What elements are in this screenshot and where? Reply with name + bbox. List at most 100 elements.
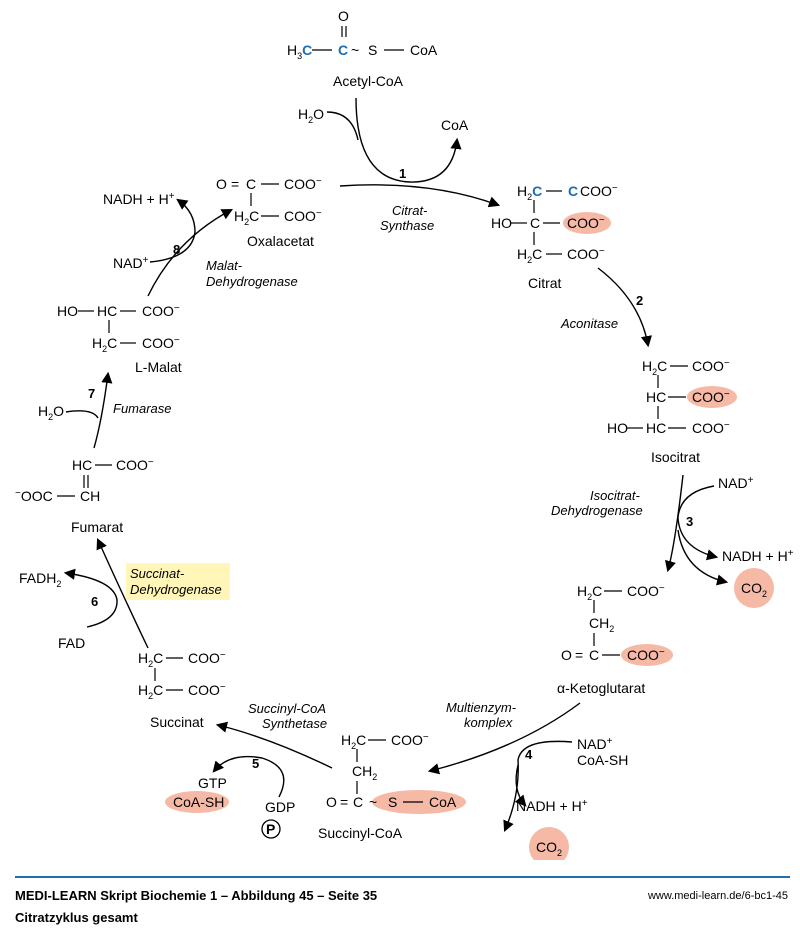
succinylcoa-s: S bbox=[388, 794, 397, 810]
ketoglutarat-coo-top: COO− bbox=[627, 583, 665, 599]
isocitrat-coo-top: COO− bbox=[692, 358, 730, 374]
citrat-center-c: C bbox=[530, 215, 540, 231]
citrat-name: Citrat bbox=[528, 275, 562, 291]
acetyl-coa-h3c: H3C bbox=[287, 42, 312, 61]
step5-coash: CoA-SH bbox=[173, 794, 224, 810]
oxalacetat-coo-2: COO− bbox=[284, 208, 322, 224]
step5-main-arrow bbox=[215, 721, 333, 769]
acetyl-coa-oxygen: O bbox=[338, 8, 349, 24]
acetyl-coa-thioester: ~ bbox=[351, 42, 359, 58]
step4-nadh-arrow bbox=[503, 740, 573, 833]
succinylcoa-name: Succinyl-CoA bbox=[318, 825, 403, 841]
step4-number: 4 bbox=[525, 747, 533, 762]
succinylcoa-thioester: ~ bbox=[369, 794, 377, 810]
step6-fadh2: FADH2 bbox=[19, 570, 61, 589]
acetyl-coa-coa: CoA bbox=[410, 42, 438, 58]
ketoglutarat-double-bond: = bbox=[575, 647, 583, 663]
step3-co2-circle bbox=[734, 568, 774, 608]
step4-main-arrow bbox=[427, 702, 581, 775]
isocitrat-coo-mid: COO− bbox=[692, 389, 730, 405]
step6-main-arrow bbox=[96, 537, 149, 649]
step6-fad-arrow bbox=[63, 568, 118, 628]
step1-coa-arrow bbox=[355, 97, 462, 183]
succinylcoa-coa: CoA bbox=[429, 794, 457, 810]
step3-nadh: NADH + H+ bbox=[722, 548, 794, 564]
oxalacetat-double-bond: = bbox=[231, 176, 239, 192]
fumarat-ooc: −OOC bbox=[15, 488, 53, 504]
step7-water: H2O bbox=[38, 403, 64, 422]
oxalacetat-o: O bbox=[216, 176, 227, 192]
step8-nad: NAD+ bbox=[113, 255, 149, 271]
succinylcoa-double-bond: = bbox=[340, 794, 348, 810]
step7-main-arrow bbox=[93, 371, 113, 449]
oxalacetat: O = C COO− H2C COO− Oxalacetat bbox=[216, 176, 322, 249]
citrat-h2c-bottom: H2C bbox=[517, 246, 542, 265]
step5-gtp: GTP bbox=[198, 775, 227, 791]
coa-release-label: CoA bbox=[441, 117, 469, 133]
step5-number: 5 bbox=[252, 756, 259, 771]
malat-name: L-Malat bbox=[135, 359, 182, 375]
phosphate-label: P bbox=[266, 821, 275, 837]
citrat: H2C C COO− HO C COO− H2C COO− Citrat bbox=[491, 183, 618, 291]
step3-enzyme-line2: Dehydrogenase bbox=[551, 503, 643, 518]
step6-enzyme-box bbox=[126, 563, 230, 600]
step4-co2-circle bbox=[529, 827, 569, 860]
ketoglutarat-c: C bbox=[589, 647, 599, 663]
isocitrat-ho: HO bbox=[607, 420, 628, 436]
succinat-coo-top: COO− bbox=[188, 650, 226, 666]
step1-enzyme-line2: Synthase bbox=[380, 218, 434, 233]
step3-main-arrow bbox=[665, 474, 684, 573]
step3-nad: NAD+ bbox=[718, 475, 754, 491]
phosphate-circle bbox=[261, 819, 281, 839]
succinylcoa-o: O bbox=[326, 794, 337, 810]
oxalacetat-c: C bbox=[246, 176, 256, 192]
step5-enzyme-line2: Synthetase bbox=[262, 716, 327, 731]
isocitrat-hc-bottom: HC bbox=[646, 420, 666, 436]
malat-coo-top: COO− bbox=[142, 303, 180, 319]
step2-arrow bbox=[597, 267, 652, 348]
step3-co2: CO2 bbox=[741, 580, 767, 599]
step7-number: 7 bbox=[88, 386, 95, 401]
step1-water-arrow bbox=[326, 111, 359, 141]
footer-rule bbox=[15, 876, 790, 878]
succinat-coo-bottom: COO− bbox=[188, 682, 226, 698]
step4-nadh: NADH + H+ bbox=[516, 798, 588, 814]
step4-enzyme-line2: komplex bbox=[464, 715, 513, 730]
isocitrat: H2C COO− HC COO− HO HC COO− Isocitrat bbox=[607, 358, 737, 465]
citrat-coo-mid: COO− bbox=[567, 215, 605, 231]
isocitrat-coo-highlight bbox=[687, 386, 737, 408]
step1-enzyme-line1: Citrat- bbox=[392, 203, 428, 218]
fumarat: HC COO− −OOC CH Fumarat bbox=[15, 457, 154, 535]
citrat-coo-bottom: COO− bbox=[567, 246, 605, 262]
alpha-ketoglutarat: H2C COO− CH2 O = C COO− α-Ketoglutarat bbox=[557, 583, 673, 696]
citrate-cycle-diagram: O H3C C ~ S CoA Acetyl-CoA H2O CoA 1 Cit… bbox=[15, 8, 794, 860]
ketoglutarat-o: O bbox=[561, 647, 572, 663]
step6-enzyme-line1: Succinat- bbox=[130, 566, 185, 581]
step4-coash: CoA-SH bbox=[577, 752, 628, 768]
step3-enzyme-line1: Isocitrat- bbox=[590, 488, 641, 503]
step8-nadh-arrow bbox=[149, 198, 196, 263]
step2-enzyme: Aconitase bbox=[560, 316, 618, 331]
isocitrat-coo-bottom: COO− bbox=[692, 420, 730, 436]
acetyl-coa: O H3C C ~ S CoA Acetyl-CoA bbox=[287, 8, 438, 89]
ketoglutarat-name: α-Ketoglutarat bbox=[557, 680, 645, 696]
l-malat: HO HC COO− H2C COO− L-Malat bbox=[57, 303, 182, 375]
succinyl-coa: H2C COO− CH2 O = C ~ S CoA Succinyl-CoA bbox=[318, 732, 466, 841]
malat-h2c: H2C bbox=[92, 335, 117, 354]
footer-title: MEDI-LEARN Skript Biochemie 1 – Abbildun… bbox=[15, 888, 378, 903]
malat-hc: HC bbox=[97, 303, 117, 319]
step6-enzyme-line2: Dehydrogenase bbox=[130, 582, 222, 597]
footer-url[interactable]: www.medi-learn.de/6-bc1-45 bbox=[647, 890, 788, 902]
step3-nad-arrow bbox=[677, 485, 719, 561]
fumarat-name: Fumarat bbox=[71, 519, 123, 535]
step5-gtp-arrow bbox=[212, 755, 285, 798]
ketoglutarat-coo-highlight bbox=[621, 644, 673, 666]
step7-water-arrow bbox=[65, 410, 99, 419]
step5-enzyme-line1: Succinyl-CoA bbox=[248, 701, 326, 716]
succinylcoa-coo: COO− bbox=[391, 732, 429, 748]
citrat-blue-c: C bbox=[568, 183, 578, 199]
step8-nadh: NADH + H+ bbox=[103, 191, 175, 207]
step3-number: 3 bbox=[686, 514, 693, 529]
step6-fad: FAD bbox=[58, 635, 85, 651]
step4-side-arrow bbox=[514, 764, 527, 807]
